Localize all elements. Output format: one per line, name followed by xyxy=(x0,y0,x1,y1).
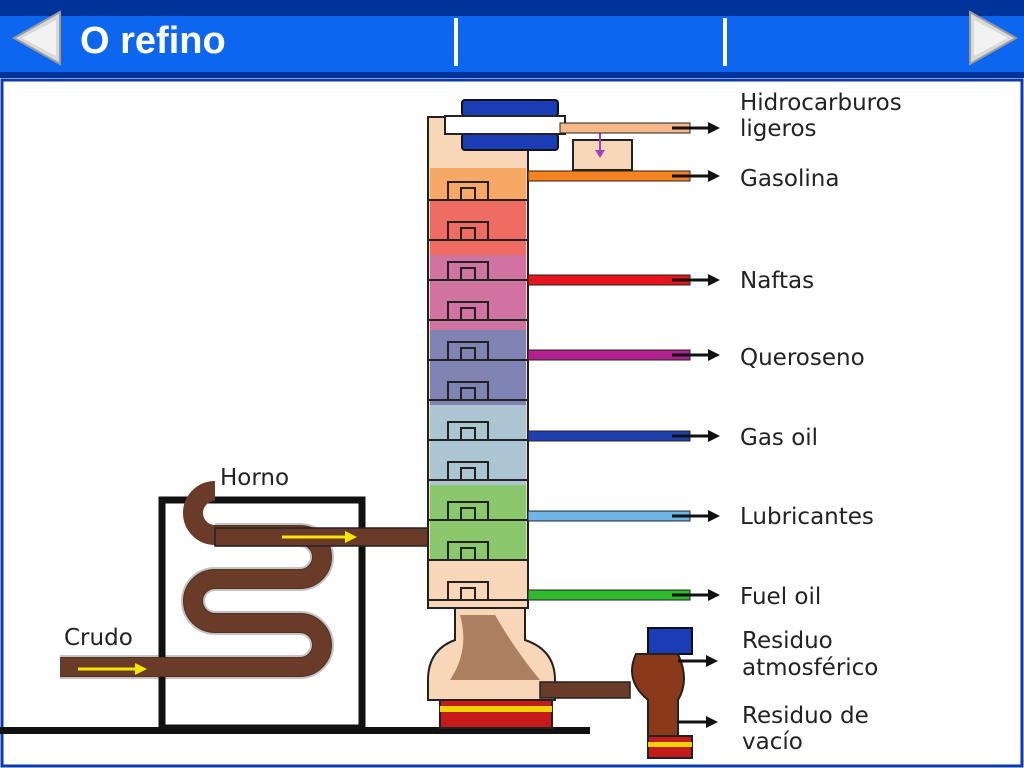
column-section xyxy=(430,485,526,560)
product-label: Fuel oil xyxy=(740,584,821,610)
residue-label-line: vacío xyxy=(742,729,803,755)
product-outlet-pipe xyxy=(527,589,691,601)
vacuum-heater-stripe xyxy=(648,742,692,747)
next-slide-button[interactable] xyxy=(958,6,1022,70)
bubble-cap-riser xyxy=(460,307,476,320)
product-outlet-pipe xyxy=(527,349,691,361)
product-outlet-arrow xyxy=(708,430,720,442)
bubble-cap xyxy=(447,301,489,320)
column-bottom-liquid xyxy=(450,615,540,680)
product-outlet-arrow xyxy=(708,589,720,601)
bubble-cap xyxy=(447,181,489,200)
product-label: Queroseno xyxy=(740,345,865,371)
bubble-cap xyxy=(447,381,489,400)
column-section xyxy=(430,200,526,255)
bubble-cap xyxy=(447,221,489,240)
product-outlet-pipe xyxy=(527,170,691,182)
bubble-cap-riser xyxy=(460,467,476,480)
reflux-arrow-head xyxy=(595,150,605,158)
bubble-cap xyxy=(447,421,489,440)
furnace-label: Horno xyxy=(220,465,289,491)
product-labels: HidrocarburosligerosGasolinaNaftasQueros… xyxy=(740,90,902,610)
product-label: Gas oil xyxy=(740,425,818,451)
bubble-cap-riser xyxy=(460,187,476,200)
residue-label-line: atmosférico xyxy=(742,655,878,681)
column-trays xyxy=(428,168,528,601)
product-outlet-pipe xyxy=(527,510,691,522)
furnace-coil-pipe xyxy=(60,526,331,676)
flow-arrow-head xyxy=(135,663,147,675)
product-outlet-arrow xyxy=(708,274,720,286)
product-label: Lubricantes xyxy=(740,504,874,530)
bubble-cap-riser xyxy=(460,587,476,600)
bubble-cap-riser xyxy=(460,227,476,240)
product-outlet-arrow xyxy=(708,349,720,361)
residue-outlet-arrow xyxy=(706,716,718,728)
residue-outlet-arrow xyxy=(706,655,718,667)
flow-arrow-head xyxy=(345,531,357,543)
product-label: Gasolina xyxy=(740,166,839,192)
residue-pipe xyxy=(539,681,631,699)
product-outlets xyxy=(527,122,720,601)
previous-slide-button[interactable] xyxy=(6,6,70,70)
title-separator xyxy=(454,18,458,66)
product-outlet-pipe xyxy=(559,122,691,134)
bubble-cap xyxy=(447,501,489,520)
bubble-cap-riser xyxy=(460,547,476,560)
slide-header: O refino xyxy=(0,0,1024,78)
product-outlet-arrow xyxy=(708,122,720,134)
product-label: Naftas xyxy=(740,268,814,294)
condenser-loop xyxy=(444,115,566,135)
bubble-cap xyxy=(447,541,489,560)
title-bar xyxy=(0,16,1024,72)
product-outlet-arrow xyxy=(708,510,720,522)
product-outlet-pipe xyxy=(527,274,691,286)
crude-label: Crudo xyxy=(64,625,133,651)
product-label: ligeros xyxy=(740,116,817,142)
column-section xyxy=(430,255,526,330)
reflux-drum xyxy=(572,139,633,171)
bubble-cap-riser xyxy=(460,507,476,520)
column-section xyxy=(430,405,526,485)
condenser xyxy=(461,133,559,151)
distillation-diagram-svg: Horno Crudo HidrocarburosligerosGasolina… xyxy=(0,78,1024,768)
column-heater-stripe xyxy=(440,706,552,712)
slide-title: O refino xyxy=(80,20,226,62)
bubble-cap-riser xyxy=(460,347,476,360)
triangle-right-icon xyxy=(969,10,1019,66)
bubble-cap xyxy=(447,461,489,480)
bubble-cap-riser xyxy=(460,427,476,440)
bubble-cap xyxy=(447,581,489,600)
vacuum-condenser xyxy=(647,627,693,655)
residue-label-line: Residuo de xyxy=(742,703,869,729)
residue-label-line: Residuo xyxy=(742,628,833,654)
diagram-frame xyxy=(0,78,1024,768)
product-outlet-pipe xyxy=(527,430,691,442)
product-outlet-arrow xyxy=(708,170,720,182)
column-heater xyxy=(439,699,553,729)
condenser xyxy=(461,99,559,117)
title-bar-underline xyxy=(0,74,1024,78)
triangle-left-icon xyxy=(11,10,61,66)
bubble-cap-riser xyxy=(460,387,476,400)
bubble-cap xyxy=(447,261,489,280)
bubble-cap-riser xyxy=(460,267,476,280)
bubble-cap xyxy=(447,341,489,360)
column-section xyxy=(430,168,526,200)
vacuum-column xyxy=(631,653,685,741)
title-separator xyxy=(723,18,727,66)
product-label: Hidrocarburos xyxy=(740,90,902,116)
